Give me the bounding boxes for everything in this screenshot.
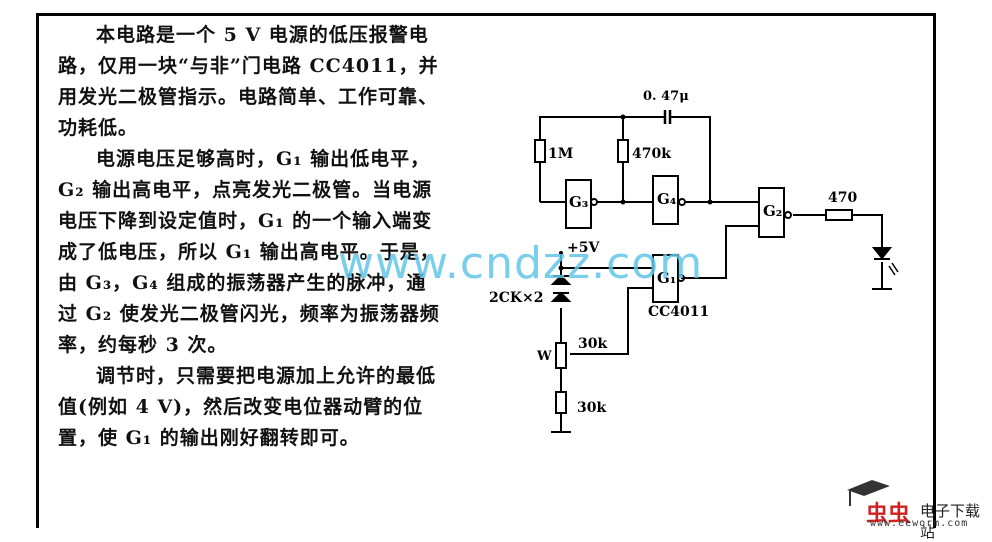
supply-label: +5V (567, 240, 600, 256)
resistor-470-label: 470 (828, 190, 857, 206)
potentiometer (555, 342, 567, 369)
svg-text:G₄: G₄ (657, 190, 677, 208)
site-logo: 虫虫 电子下载站 www.eeworm.com (840, 478, 992, 541)
paragraph-2: 电源电压足够高时，G₁ 输出低电平，G₂ 输出高电平，点亮发光二极管。当电源电压… (58, 148, 440, 356)
svg-text:G₁: G₁ (657, 269, 676, 287)
gate-g4: G₄ (652, 175, 686, 225)
resistor-470k-label: 470k (632, 146, 671, 162)
paragraph-3: 调节时，只需要把电源加上允许的最低值(例如 4 V)，然后改变电位器动臂的位置，… (58, 365, 437, 449)
junctions (558, 114, 713, 271)
logo-url: www.eeworm.com (870, 518, 969, 529)
capacitor (663, 110, 672, 124)
resistor-30k-label: 30k (577, 400, 606, 416)
page-border (36, 13, 936, 528)
resistor-30k (555, 391, 567, 414)
wires (539, 116, 892, 433)
ic-label: CC4011 (648, 304, 709, 320)
paragraph-1: 本电路是一个 5 V 电源的低压报警电路，仅用一块“与非”门电路 CC4011，… (58, 24, 439, 139)
resistor-1m-label: 1M (548, 146, 573, 162)
capacitor-label: 0. 47μ (643, 89, 689, 104)
watermark: www.cndzz.com (338, 238, 704, 289)
led-icon (871, 247, 899, 276)
svg-text:G₃: G₃ (569, 193, 588, 211)
diodes-label: 2CK×2 (489, 290, 544, 306)
potentiometer-label: W (536, 349, 552, 364)
gate-g1: G₁ (652, 254, 685, 303)
logo-brand: 虫虫 (866, 502, 911, 527)
diode-icon (550, 274, 572, 302)
description-text: 本电路是一个 5 V 电源的低压报警电路，仅用一块“与非”门电路 CC4011，… (58, 20, 443, 454)
gate-g3: G₃ (565, 179, 598, 229)
circuit-diagram: 0. 47μ 1M 470k 470 W 30k 30k G₃ G₄ G₂ G₁… (489, 89, 899, 433)
gate-g2: G₂ (758, 187, 792, 238)
graduation-cap-icon (847, 480, 890, 506)
svg-text:G₂: G₂ (763, 202, 782, 220)
potentiometer-value: 30k (578, 336, 607, 352)
resistor-470k (617, 139, 629, 163)
resistor-1m (534, 139, 546, 163)
resistor-470 (825, 209, 853, 221)
